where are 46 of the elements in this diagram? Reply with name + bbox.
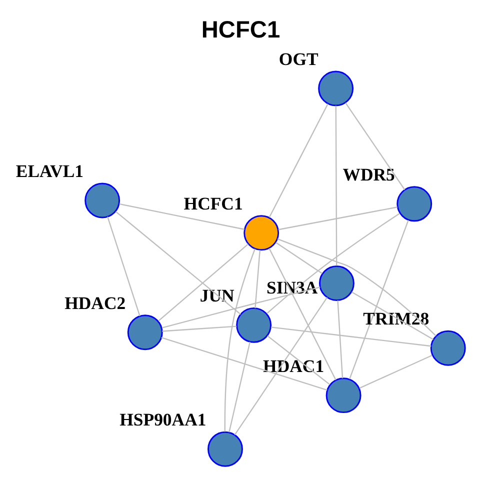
node-circle bbox=[396, 186, 432, 222]
node-label: TRIM28 bbox=[362, 308, 429, 329]
connector bbox=[114, 211, 240, 315]
node-label: HDAC2 bbox=[64, 292, 126, 313]
connector bbox=[224, 248, 256, 432]
connector bbox=[118, 203, 244, 230]
connector bbox=[161, 286, 320, 328]
node-label: SIN3A bbox=[266, 278, 318, 298]
connector bbox=[334, 106, 337, 266]
node-circle bbox=[207, 431, 242, 467]
node-circle bbox=[318, 265, 354, 301]
node-circle bbox=[84, 182, 120, 218]
connector bbox=[270, 326, 431, 347]
node-label: HCFC1 bbox=[183, 193, 242, 214]
node-label: HDAC1 bbox=[262, 356, 324, 376]
connector bbox=[228, 342, 250, 432]
connector bbox=[358, 354, 432, 389]
connector bbox=[275, 242, 322, 274]
node-label: HSP90AA1 bbox=[119, 410, 206, 430]
node-circle bbox=[126, 314, 162, 350]
node-label: OGT bbox=[278, 49, 318, 70]
connector bbox=[158, 244, 248, 322]
connector bbox=[106, 216, 140, 316]
connector bbox=[336, 300, 343, 378]
connector bbox=[254, 250, 260, 308]
connector bbox=[266, 335, 330, 386]
node-circle bbox=[243, 215, 279, 251]
connector bbox=[160, 336, 327, 391]
connector bbox=[268, 248, 336, 380]
connector bbox=[234, 297, 328, 436]
node-label: WDR5 bbox=[342, 164, 394, 184]
node-circle bbox=[430, 330, 466, 366]
connector bbox=[162, 326, 236, 332]
connector bbox=[344, 102, 405, 190]
node-circle bbox=[325, 378, 361, 414]
connector bbox=[276, 238, 436, 336]
node-label: ELAVL1 bbox=[15, 161, 84, 182]
node-circle bbox=[236, 307, 272, 343]
diagram-title: HCFC1 bbox=[200, 17, 280, 44]
connector bbox=[268, 104, 328, 218]
connector bbox=[278, 206, 398, 230]
connector bbox=[266, 213, 400, 314]
connector bbox=[348, 220, 408, 380]
node-circle bbox=[318, 70, 354, 106]
connector bbox=[350, 291, 434, 340]
node-label: JUN bbox=[199, 286, 234, 306]
